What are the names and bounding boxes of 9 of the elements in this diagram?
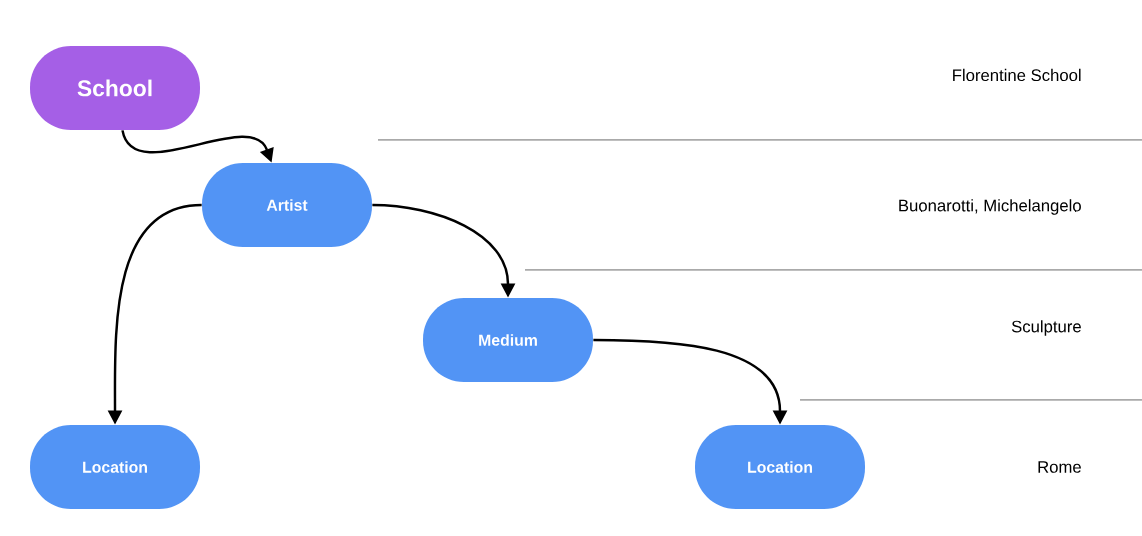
rounded-box: Location xyxy=(30,425,200,509)
rounded-box: Location xyxy=(695,425,865,509)
rounded-box: Medium xyxy=(423,298,593,382)
row-label: Buonarotti, Michelangelo xyxy=(899,199,1081,215)
rounded-box: Artist xyxy=(202,163,372,247)
row-label: Florentine School xyxy=(953,68,1081,82)
row-label: Sculpture xyxy=(1011,320,1081,336)
rounded-box: School xyxy=(30,46,200,130)
row-label: Rome xyxy=(1038,461,1081,473)
